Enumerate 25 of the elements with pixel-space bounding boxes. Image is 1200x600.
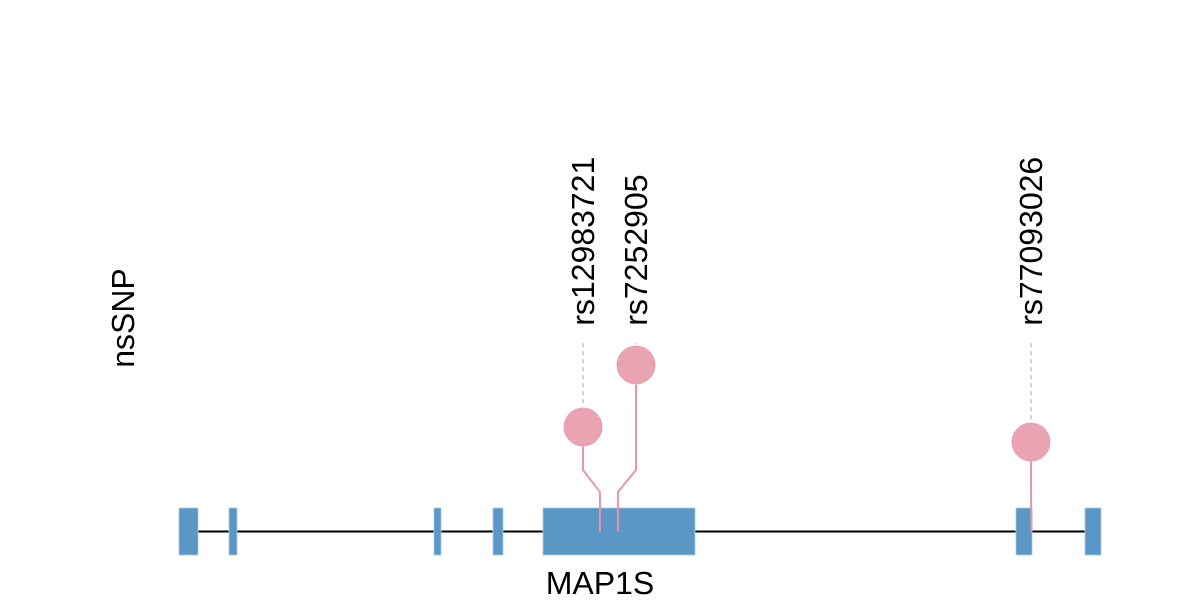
intron-line (694, 530, 1017, 533)
intron-line (197, 530, 230, 533)
snp-label: rs77093026 (1019, 158, 1043, 324)
lollipop-stem (1030, 460, 1033, 533)
exon-box (433, 507, 442, 556)
gene-label: MAP1S (548, 571, 653, 595)
exon-box (542, 507, 696, 556)
lollipop-circle (1011, 422, 1051, 462)
exon-box (228, 507, 238, 556)
intron-line (236, 530, 435, 533)
leader-line (1030, 342, 1032, 422)
snp-label: rs12983721 (571, 158, 595, 324)
snp-label: rs7252905 (624, 175, 648, 324)
intron-line (502, 530, 544, 533)
lollipop-circle (563, 407, 603, 447)
exon-box (1084, 507, 1102, 556)
exon-box (1015, 507, 1033, 556)
lollipop-stem (616, 383, 637, 533)
intron-line (440, 530, 494, 533)
lollipop-stem (582, 445, 601, 533)
lollipop-circle (616, 345, 656, 385)
exon-box (178, 507, 199, 556)
track-label: nsSNP (111, 269, 135, 366)
exon-box (492, 507, 504, 556)
intron-line (1031, 530, 1086, 533)
